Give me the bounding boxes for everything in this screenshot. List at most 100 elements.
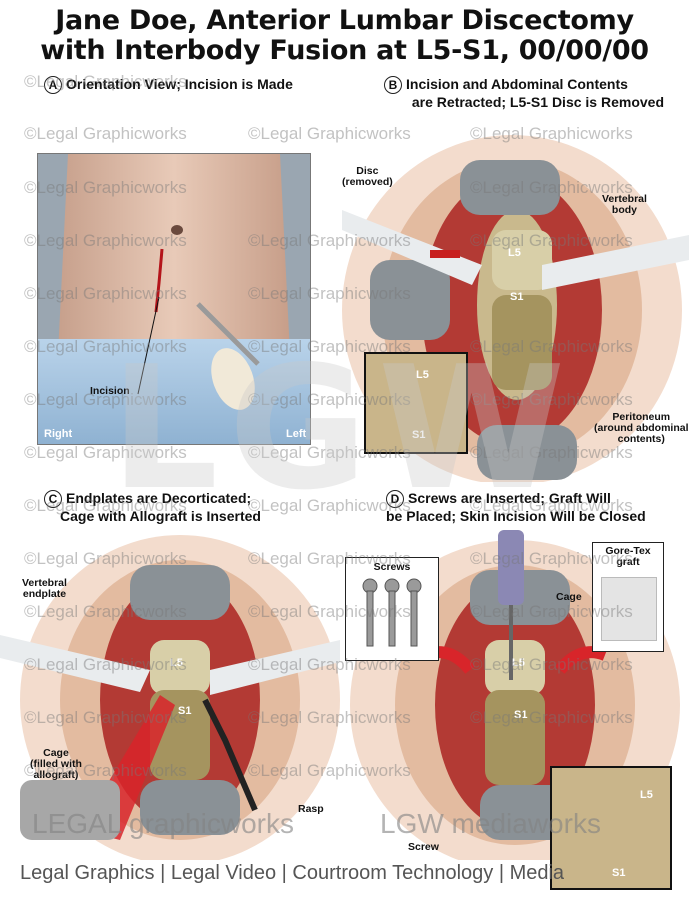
watermark: ©Legal Graphicworks xyxy=(24,284,187,303)
panel-d-title-2: be Placed; Skin Incision Will be Closed xyxy=(386,508,646,524)
peritoneum-label: Peritoneum (around abdominal contents) xyxy=(594,412,689,445)
incision-label: Incision xyxy=(90,385,130,397)
watermark: ©Legal Graphicworks xyxy=(24,496,187,515)
watermark: ©Legal Graphicworks xyxy=(24,72,187,91)
watermark: ©Legal Graphicworks xyxy=(24,761,187,780)
inset-s1-label-d: S1 xyxy=(612,867,626,879)
watermark: ©Legal Graphicworks xyxy=(470,231,633,250)
footer-brand-mediaworks: LGW mediaworks xyxy=(380,808,601,839)
watermark: ©Legal Graphicworks xyxy=(248,231,411,250)
watermark: ©Legal Graphicworks xyxy=(24,708,187,727)
cage-label-c-3: allograft) xyxy=(33,769,79,781)
l5-label-c: L5 xyxy=(170,657,183,669)
endplate-label-2: endplate xyxy=(22,588,67,600)
panel-c-image: Vertebral endplate L5 S1 Cage (filled wi… xyxy=(0,530,340,860)
watermark: ©Legal Graphicworks xyxy=(24,390,187,409)
watermark: ©Legal Graphicworks xyxy=(24,549,187,568)
watermark: ©Legal Graphicworks xyxy=(248,390,411,409)
watermark: ©Legal Graphicworks xyxy=(470,602,633,621)
vertebral-body-label-2: body xyxy=(611,204,638,216)
watermark: ©Legal Graphicworks xyxy=(470,549,633,568)
peritoneum-label-3: contents) xyxy=(617,433,665,445)
watermark: ©Legal Graphicworks xyxy=(24,231,187,250)
goretex-inset: Gore-Tex graft xyxy=(592,542,664,652)
watermark: ©Legal Graphicworks xyxy=(24,443,187,462)
screws-icon xyxy=(362,578,422,647)
watermark: ©Legal Graphicworks xyxy=(248,761,411,780)
footer-services: Legal Graphics | Legal Video | Courtroom… xyxy=(20,862,565,884)
s1-label-c: S1 xyxy=(178,705,192,717)
watermark: ©Legal Graphicworks xyxy=(24,337,187,356)
panel-b-title-1: Incision and Abdominal Contents xyxy=(406,76,628,92)
goretex-graft-icon xyxy=(601,577,657,641)
screws-label: Screws xyxy=(373,561,411,573)
page-title-line1: Jane Doe, Anterior Lumbar Discectomy xyxy=(55,5,634,36)
right-label: Right xyxy=(44,428,73,440)
disc-label-1: Disc xyxy=(356,165,379,177)
goretex-label-1: Gore-Tex xyxy=(605,545,651,557)
inset-s1-label-b: S1 xyxy=(412,429,426,441)
cage-insertion-illustration xyxy=(0,535,340,860)
watermark: ©Legal Graphicworks xyxy=(24,655,187,674)
rasp-label: Rasp xyxy=(298,803,324,815)
left-label: Left xyxy=(286,428,307,440)
cage-label-c-2: (filled with xyxy=(30,758,82,770)
watermark: ©Legal Graphicworks xyxy=(248,124,411,143)
panel-b-title-2: are Retracted; L5-S1 Disc is Removed xyxy=(411,94,664,110)
screw-label: Screw xyxy=(408,841,439,853)
disc-label: Disc (removed) xyxy=(342,166,393,188)
panel-a-image: Incision Right Left xyxy=(37,153,311,445)
watermark: ©Legal Graphicworks xyxy=(248,284,411,303)
peritoneum-label-2: (around abdominal xyxy=(594,422,689,434)
watermark: ©Legal Graphicworks xyxy=(470,390,633,409)
panel-c-title-2: Cage with Allograft is Inserted xyxy=(60,508,261,524)
screws-inset: Screws xyxy=(345,557,439,661)
watermark: ©Legal Graphicworks xyxy=(248,655,411,674)
abdomen-illustration xyxy=(38,154,310,444)
goretex-label-2: graft xyxy=(616,556,640,568)
watermark: ©Legal Graphicworks xyxy=(470,708,633,727)
cage-label-c: Cage (filled with allograft) xyxy=(30,748,82,781)
panel-b-inset: L5 S1 xyxy=(364,352,468,454)
lgw-big-watermark: LGW xyxy=(110,330,576,528)
inset-l5-label-d: L5 xyxy=(640,789,653,801)
l5-label-d: L5 xyxy=(512,657,525,669)
watermark: ©Legal Graphicworks xyxy=(470,337,633,356)
vertebral-body-label-1: Vertebral xyxy=(602,193,647,205)
panel-c-title-1: Endplates are Decorticated; xyxy=(66,490,252,506)
watermark: ©Legal Graphicworks xyxy=(24,178,187,197)
l5-label-b: L5 xyxy=(508,247,521,259)
panel-d-letter: D xyxy=(386,490,404,508)
watermark: ©Legal Graphicworks xyxy=(470,124,633,143)
panel-a-title: Orientation View; Incision is Made xyxy=(66,76,293,92)
peritoneum-label-1: Peritoneum xyxy=(612,411,671,423)
watermark: ©Legal Graphicworks xyxy=(248,708,411,727)
footer-brand-graphicworks: LEGAL graphicworks xyxy=(32,808,294,839)
s1-label-b: S1 xyxy=(510,291,524,303)
page-title-line2: with Interbody Fusion at L5-S1, 00/00/00 xyxy=(40,35,649,66)
goretex-label: Gore-Tex graft xyxy=(593,546,663,568)
watermark: ©Legal Graphicworks xyxy=(470,496,633,515)
watermark: ©Legal Graphicworks xyxy=(470,443,633,462)
inset-l5-label-b: L5 xyxy=(416,369,429,381)
watermark: ©Legal Graphicworks xyxy=(248,496,411,515)
watermark: ©Legal Graphicworks xyxy=(470,655,633,674)
endplate-label-1: Vertebral xyxy=(22,577,67,589)
panel-d-title-1: Screws are Inserted; Graft Will xyxy=(408,490,611,506)
s1-label-d: S1 xyxy=(514,709,528,721)
watermark: ©Legal Graphicworks xyxy=(24,602,187,621)
panel-b-letter: B xyxy=(384,76,402,94)
watermark: ©Legal Graphicworks xyxy=(24,124,187,143)
watermark: ©Legal Graphicworks xyxy=(470,178,633,197)
watermark: ©Legal Graphicworks xyxy=(248,443,411,462)
panel-c-letter: C xyxy=(44,490,62,508)
watermark: ©Legal Graphicworks xyxy=(248,337,411,356)
panel-d-inset: L5 S1 xyxy=(550,766,672,890)
panel-a-letter: A xyxy=(44,76,62,94)
cage-label-d: Cage xyxy=(556,591,582,603)
cage-label-c-1: Cage xyxy=(43,747,69,759)
